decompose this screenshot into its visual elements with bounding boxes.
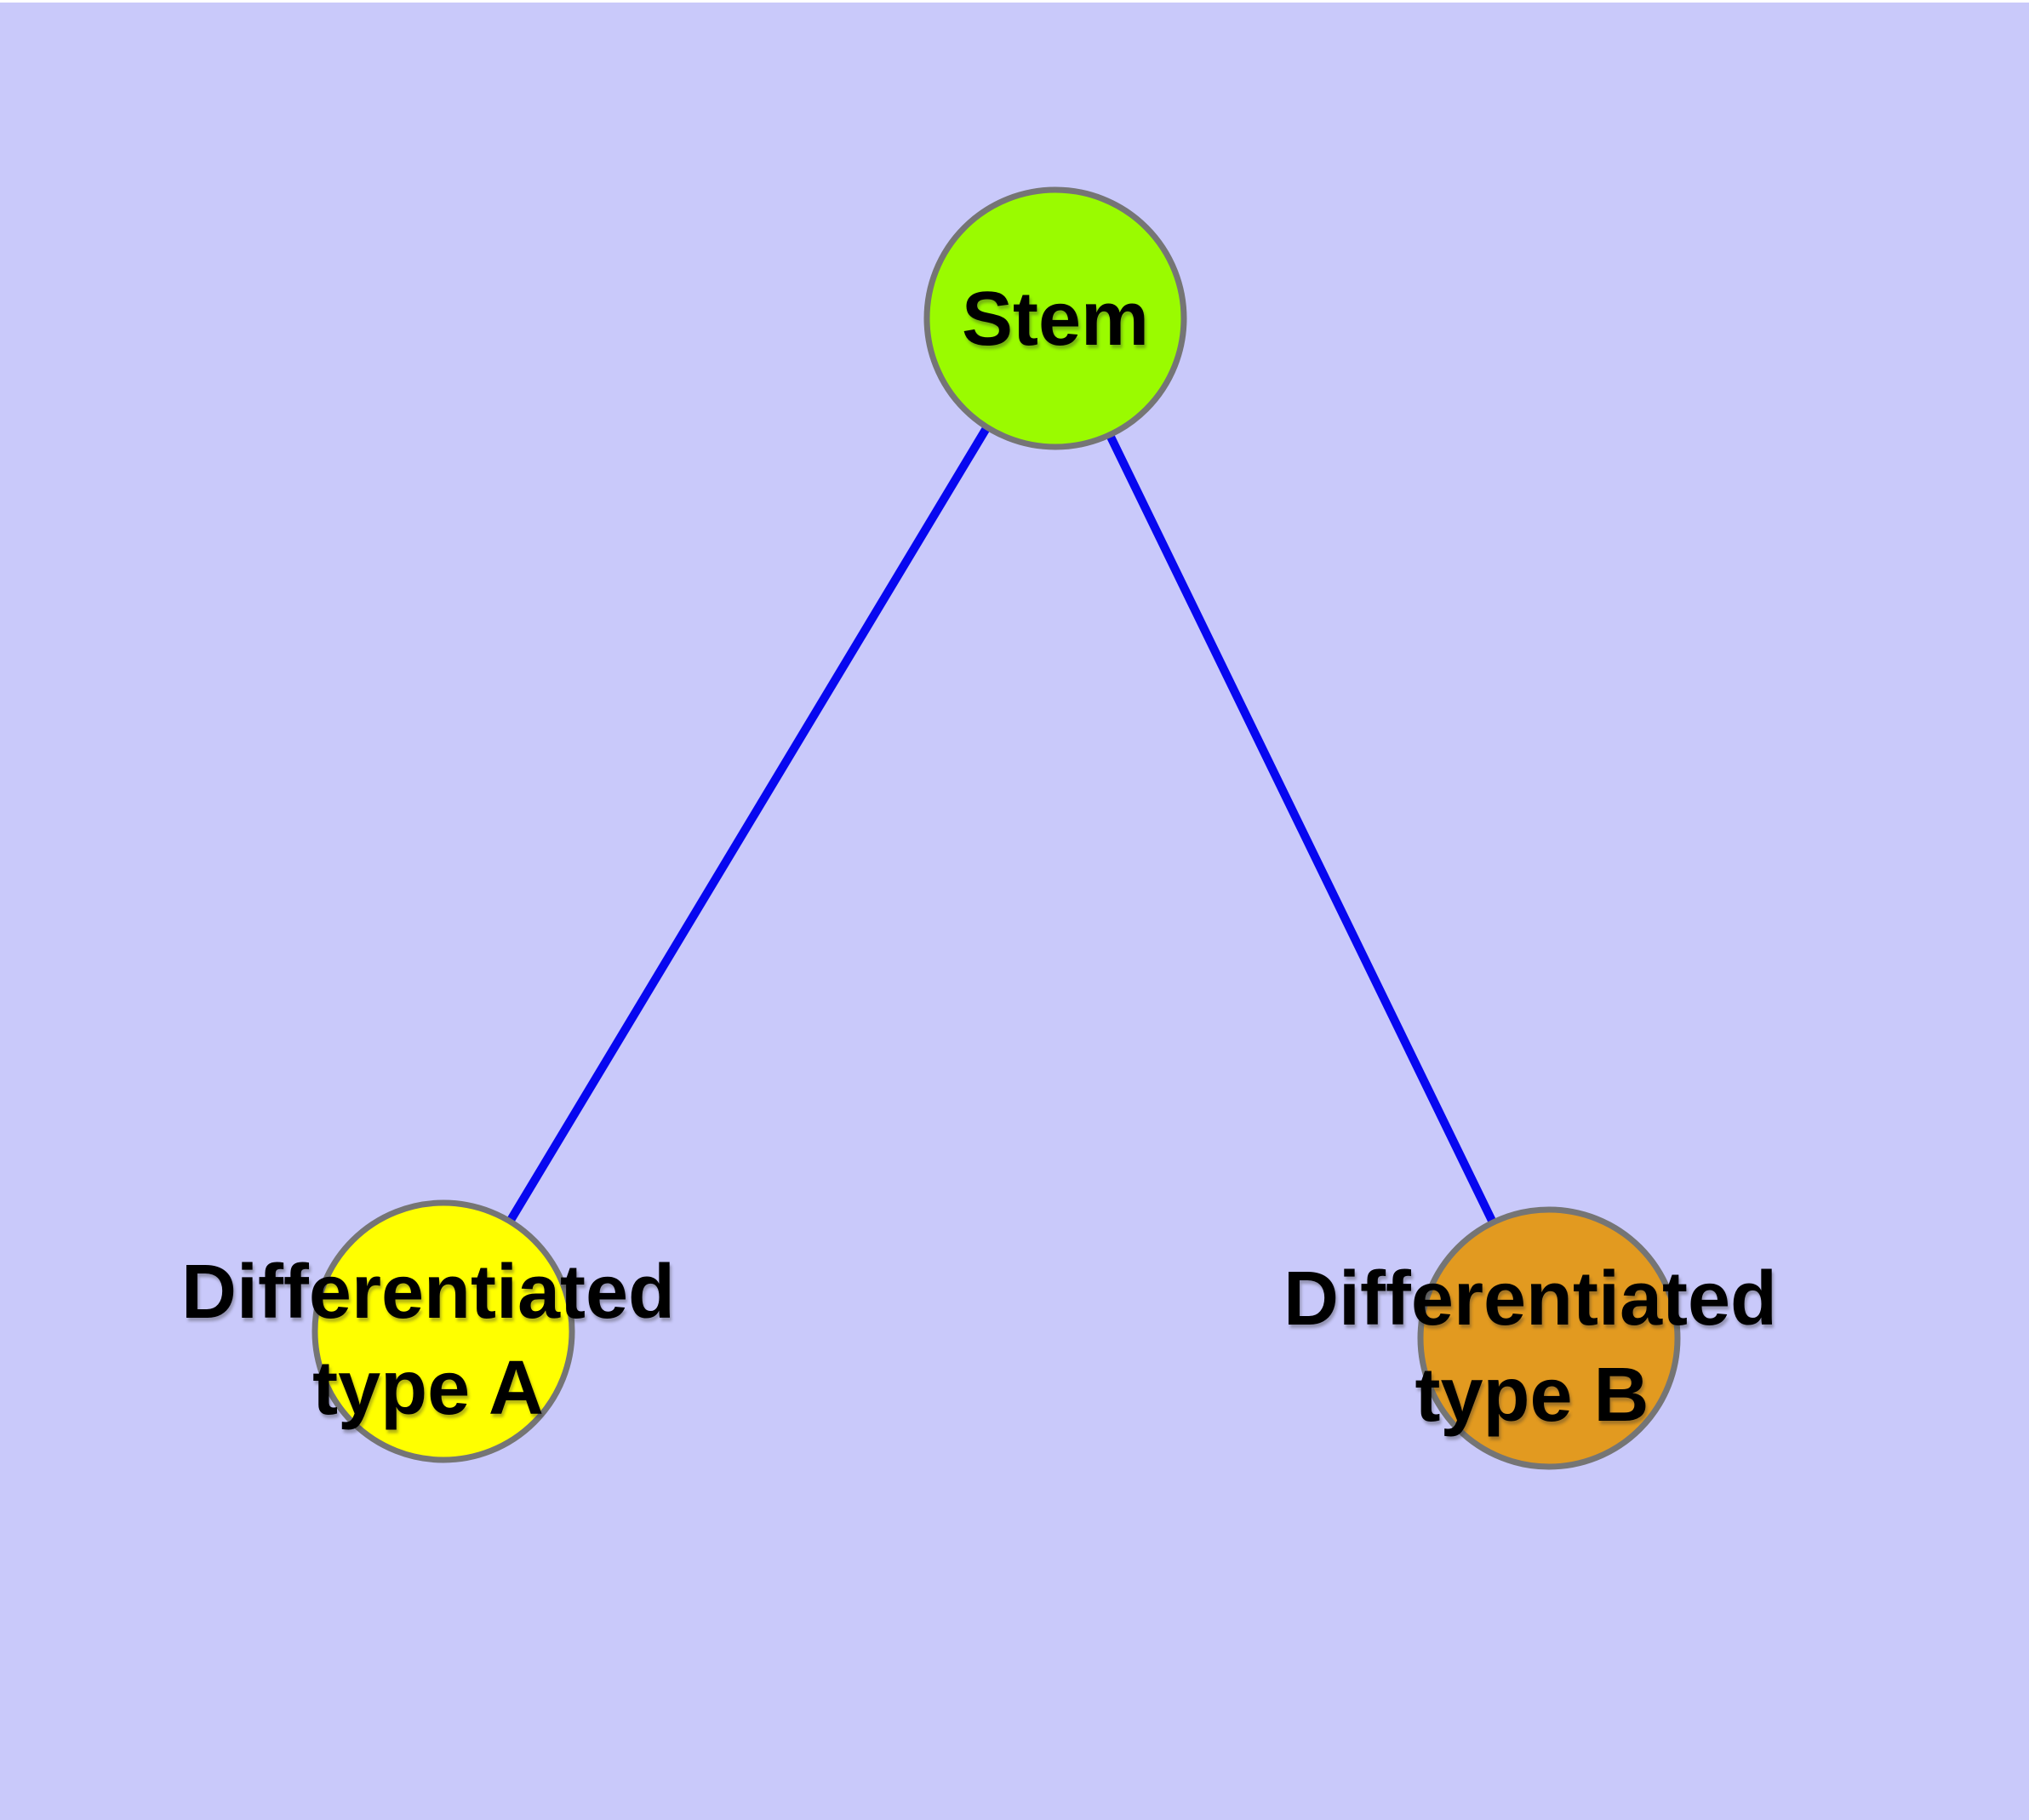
stem-node-label: Stem (962, 277, 1149, 362)
stem-node (923, 186, 1187, 450)
edge-stem-to-type-a (506, 426, 991, 1224)
type-a-label-line-2: type A (312, 1346, 544, 1431)
type-a-label-line-1: Differentiated (181, 1250, 675, 1335)
edge-stem-to-type-b (1105, 431, 1497, 1225)
type-b-label-line-2: type B (1415, 1353, 1649, 1438)
type-a-node (311, 1199, 575, 1463)
type-b-node (1417, 1206, 1681, 1470)
type-b-label-line-1: Differentiated (1283, 1256, 1777, 1342)
